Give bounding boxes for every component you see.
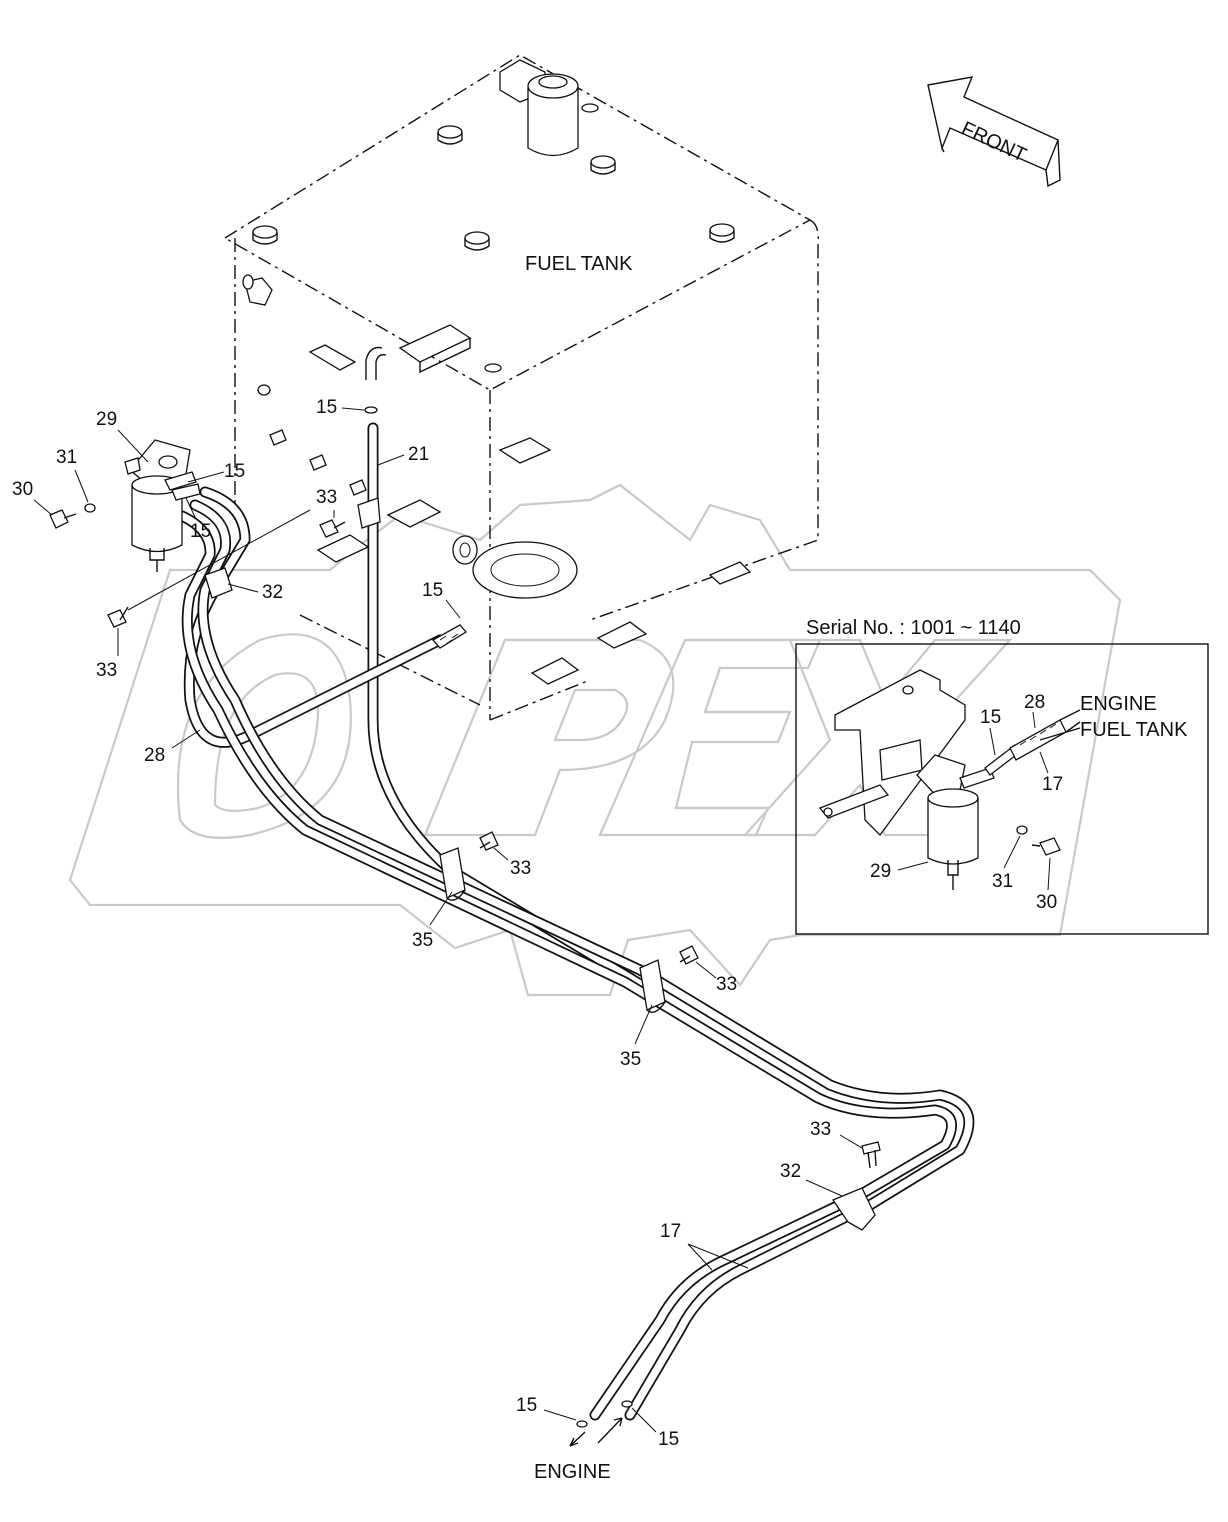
washer-icon xyxy=(84,503,96,513)
bolt-icon xyxy=(319,519,346,538)
front-direction-arrow: FRONT xyxy=(927,76,1061,188)
engine-label: ENGINE xyxy=(534,1461,611,1483)
callout-17: 17 xyxy=(660,1221,681,1242)
fuel-pipes xyxy=(176,346,975,1421)
callout-33-e: 33 xyxy=(810,1119,831,1140)
bolt-icon xyxy=(861,1141,881,1169)
callout-28: 28 xyxy=(144,745,165,766)
callout-33-c: 33 xyxy=(510,858,531,879)
serial-inset: Serial No. : 1001 ~ 1140 ENGINE FUEL TAN… xyxy=(795,617,1209,935)
inset-callout-31: 31 xyxy=(992,871,1013,892)
callout-29: 29 xyxy=(96,409,117,430)
callout-31: 31 xyxy=(56,447,77,468)
pipe-clamps xyxy=(204,497,876,1231)
callout-32-b: 32 xyxy=(780,1161,801,1182)
callout-35-a: 35 xyxy=(412,930,433,951)
callout-15-b: 15 xyxy=(190,521,211,542)
callout-15-f: 15 xyxy=(658,1429,679,1450)
inset-callout-29: 29 xyxy=(870,861,891,882)
inset-callout-30: 30 xyxy=(1036,892,1057,913)
tank-top-bosses xyxy=(252,103,735,373)
fuel-tank: FUEL TANK xyxy=(223,54,820,721)
callout-33-d: 33 xyxy=(716,974,737,995)
fuel-tank-label: FUEL TANK xyxy=(525,253,633,275)
inset-callout-28: 28 xyxy=(1024,692,1045,713)
bolt-icon xyxy=(49,509,77,529)
callout-15-c: 15 xyxy=(316,397,337,418)
front-label: FRONT xyxy=(958,118,1030,167)
callout-15-a: 15 xyxy=(224,461,245,482)
callout-15-d: 15 xyxy=(422,580,443,601)
callout-21: 21 xyxy=(408,444,429,465)
callout-32-a: 32 xyxy=(262,582,283,603)
bolts xyxy=(49,503,881,1169)
engine-connection: ENGINE xyxy=(534,1400,633,1483)
inset-callout-15: 15 xyxy=(980,707,1001,728)
callouts: 29 31 30 15 15 15 21 33 32 15 33 28 33 3… xyxy=(12,397,863,1450)
bolt-icon xyxy=(479,831,499,851)
inset-fuel-tank-label: FUEL TANK xyxy=(1080,719,1188,741)
fuel-filter-main xyxy=(124,439,201,572)
inset-title: Serial No. : 1001 ~ 1140 xyxy=(806,617,1021,639)
callout-35-b: 35 xyxy=(620,1049,641,1070)
callout-33-b: 33 xyxy=(96,660,117,681)
inset-engine-label: ENGINE xyxy=(1080,693,1157,715)
callout-30: 30 xyxy=(12,479,33,500)
callout-33-a: 33 xyxy=(316,487,337,508)
bolt-icon xyxy=(107,606,129,628)
bolt-icon xyxy=(679,945,699,965)
inset-callout-17: 17 xyxy=(1042,774,1063,795)
callout-15-e: 15 xyxy=(516,1395,537,1416)
